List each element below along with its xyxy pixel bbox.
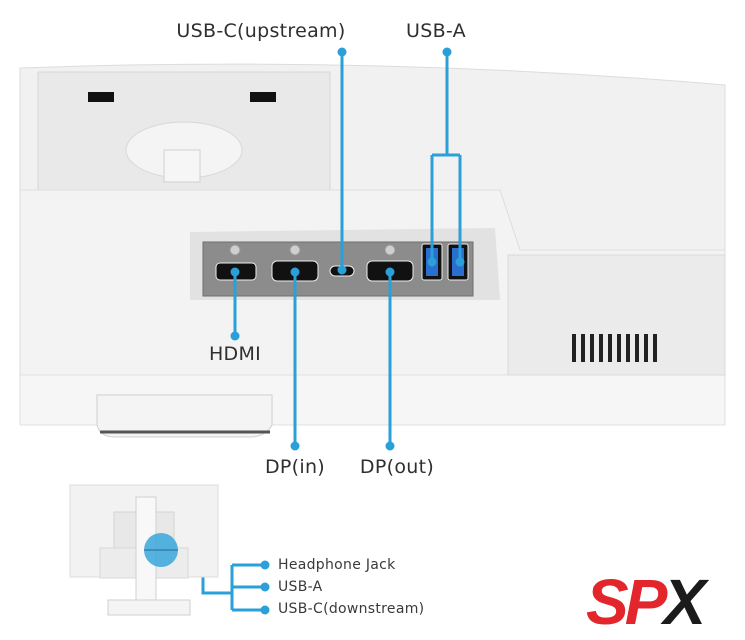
- label-usb-a-side: USB-A: [278, 579, 323, 595]
- callout-lines: [201, 52, 462, 612]
- label-headphone-jack: Headphone Jack: [278, 557, 396, 573]
- stand-foot: [96, 394, 273, 438]
- logo-black-text: X: [663, 566, 706, 638]
- label-hdmi: HDMI: [208, 343, 262, 365]
- label-usb-a-top: USB-A: [406, 20, 466, 42]
- label-usb-c-upstream: USB-C(upstream): [176, 20, 346, 42]
- vent-grille: [572, 334, 657, 362]
- logo-red-text: SP: [586, 566, 667, 638]
- spx-logo: SPX: [586, 570, 706, 634]
- small-monitor-thumbnail: [69, 484, 219, 616]
- label-usb-c-downstream: USB-C(downstream): [278, 601, 425, 617]
- label-dp-in: DP(in): [264, 456, 326, 478]
- label-dp-out: DP(out): [359, 456, 435, 478]
